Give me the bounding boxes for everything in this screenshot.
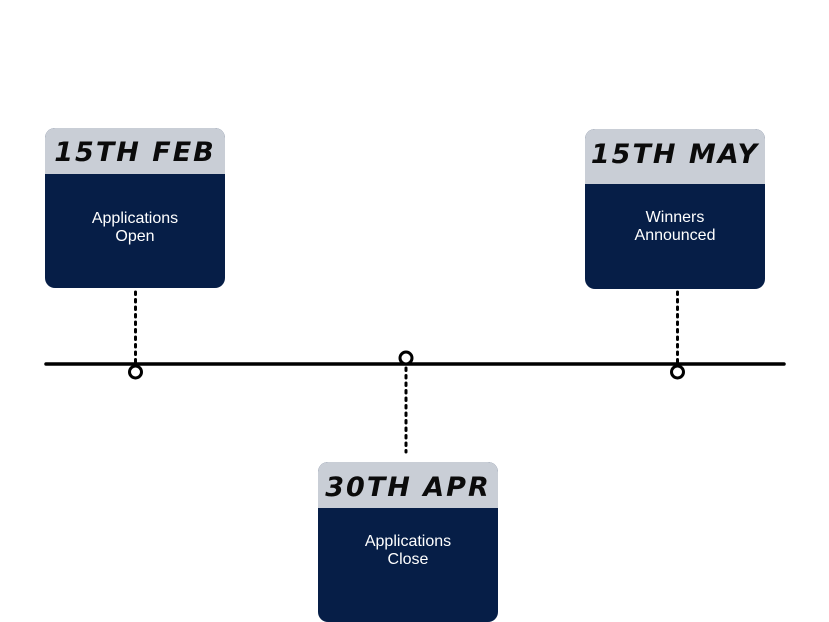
milestone-label-2: Applications Close [318,508,498,569]
milestone-label-3-line-2: Announced [634,227,716,244]
milestone-card-1: 15TH FEB Applications Open [45,128,225,288]
marker-2 [398,350,414,366]
milestone-label-2-line-1: Applications [364,533,452,550]
milestone-date-1: 15TH FEB [45,128,225,174]
milestone-card-3: 15TH MAY Winners Announced [585,129,765,289]
milestone-label-3-line-1: Winners [645,209,705,226]
milestone-label-1: Applications Open [45,174,225,246]
milestone-label-1-line-1: Applications [91,210,179,227]
milestone-card-2: 30TH APR Applications Close [318,462,498,622]
milestone-label-2-line-2: Close [387,551,429,568]
milestone-date-2: 30TH APR [318,462,498,508]
milestone-date-3: 15TH MAY [585,129,765,184]
marker-1 [128,364,143,380]
marker-3 [670,364,685,380]
milestone-label-1-line-2: Open [115,228,155,245]
milestone-label-3: Winners Announced [585,184,765,245]
